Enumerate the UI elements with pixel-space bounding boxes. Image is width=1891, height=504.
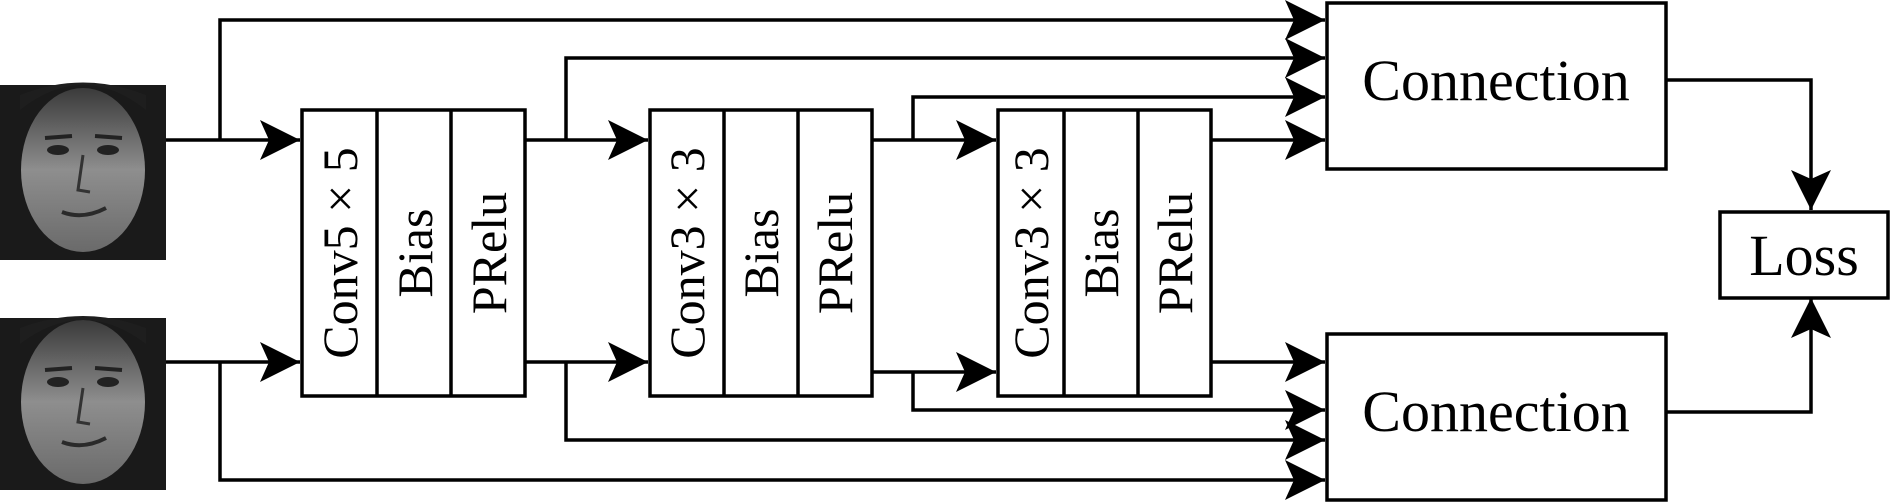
loss-box: Loss: [1718, 210, 1890, 300]
edge-skip-input-bottom: [218, 362, 1325, 500]
connection-top-label: Connection: [1362, 48, 1629, 113]
block-1-conv-label: Conv5 × 5: [312, 147, 368, 359]
block-2-prelu-label: PRelu: [807, 192, 863, 314]
block-1: Conv5 × 5 Bias PRelu: [300, 108, 527, 398]
wires-loss: [1666, 78, 1831, 414]
edge-skip-block1-top: [564, 38, 1325, 140]
edge-connection-bottom-to-loss: [1666, 298, 1831, 414]
block-3: Conv3 × 3 Bias PRelu: [996, 108, 1213, 398]
block-2: Conv3 × 3 Bias PRelu: [648, 108, 874, 398]
edge-skip-input-top: [218, 0, 1325, 140]
block-2-conv-label: Conv3 × 3: [659, 147, 715, 359]
block-2-bias-label: Bias: [733, 209, 789, 298]
connection-bottom: Connection: [1325, 332, 1668, 502]
edge-skip-block1-bottom: [564, 362, 1325, 460]
block-3-conv-label: Conv3 × 3: [1003, 147, 1059, 359]
block-1-bias-label: Bias: [387, 209, 443, 298]
block-3-bias-label: Bias: [1073, 209, 1129, 298]
connection-top: Connection: [1325, 1, 1668, 171]
loss-label: Loss: [1749, 223, 1859, 288]
wires-top: [166, 0, 1325, 160]
connection-bottom-label: Connection: [1362, 379, 1629, 444]
edge-skip-block2-top: [911, 77, 1325, 140]
input-face-top: [0, 82, 166, 260]
input-face-bottom: [0, 316, 166, 490]
block-1-prelu-label: PRelu: [461, 192, 517, 314]
wires-bottom: [166, 342, 1325, 500]
edge-connection-top-to-loss: [1666, 78, 1831, 210]
edge-skip-block2-bottom: [911, 372, 1325, 430]
block-3-prelu-label: PRelu: [1147, 192, 1203, 314]
